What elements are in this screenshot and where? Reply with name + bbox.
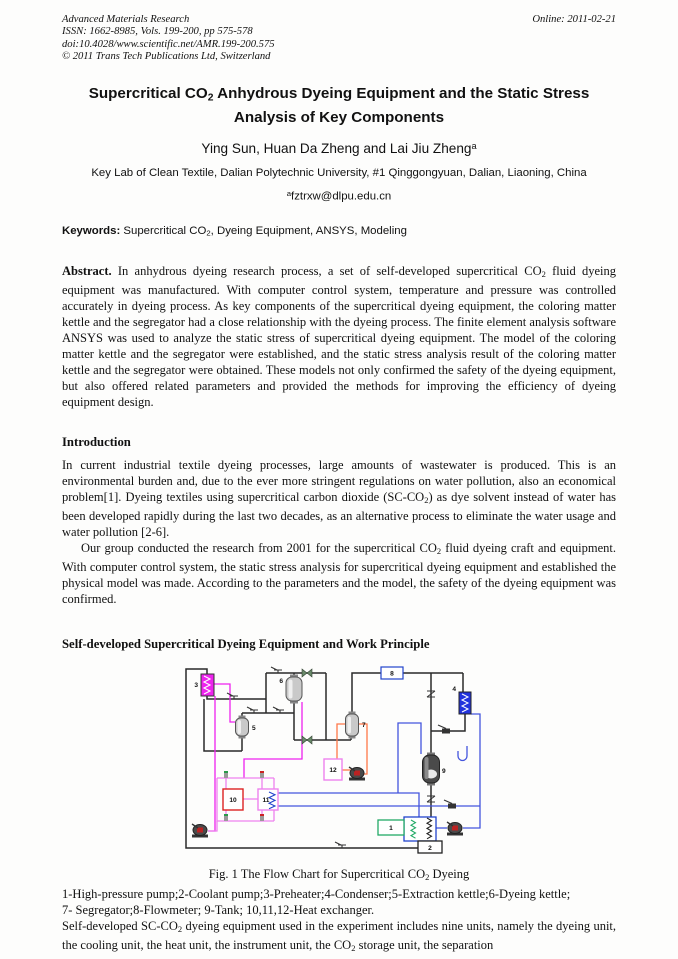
figure-legend: 1-High-pressure pump;2-Coolant pump;3-Pr… — [62, 886, 616, 918]
label-tank: 9 — [442, 768, 446, 775]
heat-exchanger-10-box — [222, 788, 244, 811]
keywords-value: Supercritical CO2, Dyeing Equipment, ANS… — [120, 225, 407, 238]
label-high-pressure-pump: 1 — [389, 825, 393, 832]
journal-info: Advanced Materials Research ISSN: 1662-8… — [62, 14, 275, 63]
heat-exchanger-12-box — [323, 758, 343, 781]
pump-icon — [446, 821, 463, 836]
journal-copyright: © 2011 Trans Tech Publications Ltd, Swit… — [62, 50, 271, 62]
tap-valve-icons — [224, 771, 264, 822]
gate-valve-icon — [301, 735, 313, 745]
magenta-pipes — [208, 683, 303, 832]
label-segregator: 7 — [362, 722, 366, 729]
flowmeter-box — [380, 666, 404, 680]
stop-valve-icons — [226, 666, 346, 849]
lever-valve-icons — [437, 724, 456, 809]
extraction-kettle-vessel — [235, 715, 249, 739]
online-date: Online: 2011-02-21 — [532, 14, 616, 25]
heat-exchanger-11-box — [257, 788, 279, 811]
abstract-label: Abstract. — [62, 263, 112, 278]
flow-chart-diagram: 3 4 5 6 7 8 9 10 11 12 1 2 — [185, 666, 481, 854]
journal-header: Advanced Materials Research ISSN: 1662-8… — [62, 14, 616, 63]
authors-line: Ying Sun, Huan Da Zheng and Lai Jiu Zhen… — [201, 141, 477, 157]
email-line: afztrxw@dlpu.edu.cn — [286, 188, 392, 203]
preheater-box — [200, 673, 215, 697]
blue-pipes — [278, 713, 481, 829]
segregator-vessel — [345, 711, 359, 739]
keywords-label: Keywords: — [62, 225, 121, 238]
gate-valve-icon — [301, 668, 313, 678]
pump-icon — [348, 766, 365, 781]
affiliation-line: Key Lab of Clean Textile, Dalian Polytec… — [91, 166, 587, 179]
label-extraction-kettle: 5 — [252, 725, 256, 732]
label-condenser: 4 — [452, 686, 456, 693]
legend-line-2: 7- Segregator;8-Flowmeter; 9-Tank; 10,11… — [62, 903, 375, 918]
label-flowmeter: 8 — [390, 671, 394, 678]
journal-name: Advanced Materials Research — [62, 14, 190, 25]
cooler-assembly — [403, 816, 437, 842]
pump-icon — [191, 823, 208, 838]
journal-issn: ISSN: 1662-8985, Vols. 199-200, pp 575-5… — [62, 26, 253, 38]
section-heading-equipment: Self-developed Supercritical Dyeing Equi… — [62, 637, 430, 652]
label-preheater: 3 — [194, 682, 198, 689]
tank-vessel — [422, 752, 440, 786]
check-valve-icons — [426, 690, 436, 803]
dyeing-kettle-vessel — [285, 674, 303, 704]
orange-pipes — [336, 723, 368, 775]
label-heat-exchanger-11: 11 — [263, 797, 270, 804]
high-pressure-pump-box — [377, 819, 405, 836]
label-heat-exchanger-12: 12 — [329, 767, 337, 774]
intro-paragraph-2: Our group conducted the research from 20… — [62, 540, 616, 606]
pink-heat-exchanger-loop — [208, 777, 275, 832]
legend-line-1: 1-High-pressure pump;2-Coolant pump;3-Pr… — [62, 887, 571, 902]
label-coolant-pump: 2 — [428, 845, 432, 852]
label-dyeing-kettle: 6 — [279, 678, 283, 685]
abstract-text: In anhydrous dyeing research process, a … — [62, 263, 616, 410]
figure-caption: Fig. 1 The Flow Chart for Supercritical … — [208, 867, 470, 882]
condenser-box — [458, 691, 472, 715]
equipment-paragraph: Self-developed SC-CO2 dyeing equipment u… — [62, 919, 617, 954]
abstract-paragraph: Abstract. In anhydrous dyeing research p… — [62, 263, 616, 411]
paper-title: Supercritical CO2 Anhydrous Dyeing Equip… — [88, 85, 590, 127]
section-heading-introduction: Introduction — [62, 434, 131, 449]
intro-paragraph-1: In current industrial textile dyeing pro… — [62, 457, 616, 539]
coolant-pump-box — [417, 840, 443, 854]
label-heat-exchanger-10: 10 — [229, 797, 237, 804]
figure-1: 3 4 5 6 7 8 9 10 11 12 1 2 — [62, 662, 616, 863]
keywords-line: Keywords: Supercritical CO2, Dyeing Equi… — [62, 225, 616, 238]
journal-doi: doi:10.4028/www.scientific.net/AMR.199-2… — [62, 38, 275, 50]
